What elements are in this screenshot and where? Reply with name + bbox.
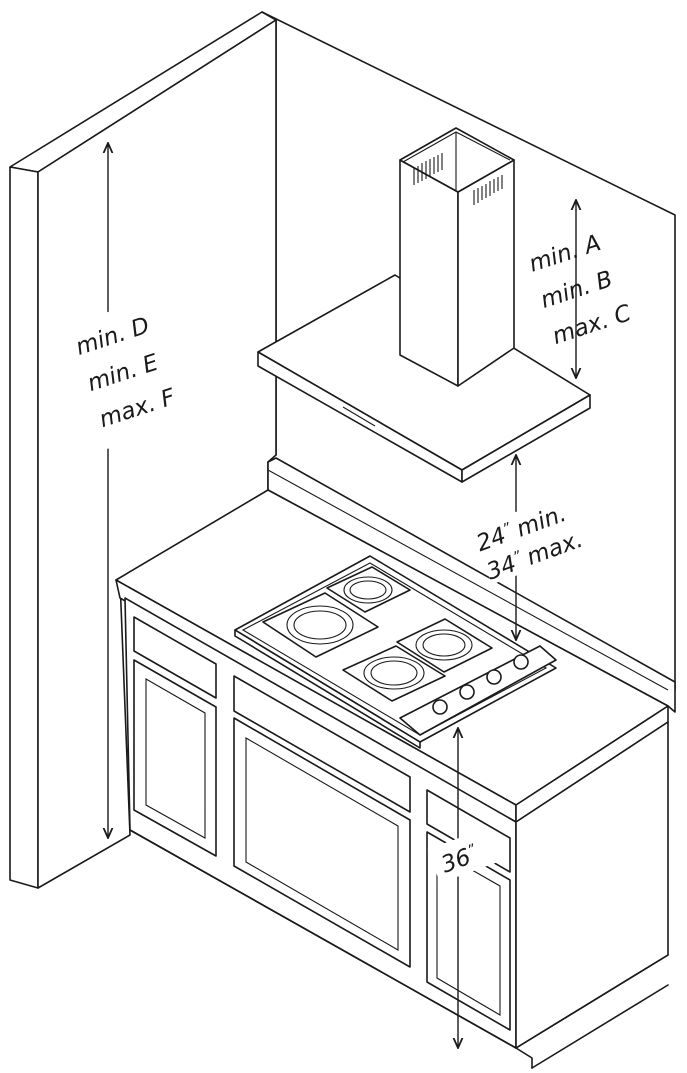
vent-slots-left [413,153,443,185]
vent-slots-right [473,175,503,205]
drawer-left [133,616,217,699]
door-left [133,659,217,857]
chimney-duct [399,159,459,387]
burner-back-right [326,566,411,613]
burner-front-left [342,645,446,702]
knob-2 [459,684,475,700]
cooktop [234,555,557,749]
side-wall-pillar [9,11,277,889]
knob-1 [432,699,448,715]
drawer-center [233,675,411,813]
knob-3 [486,669,502,685]
control-panel [399,645,557,736]
knob-4 [513,654,529,670]
range-hood [257,127,591,483]
door-center [233,717,411,968]
burner-back-left [262,592,379,658]
burner-front-right [396,618,493,673]
